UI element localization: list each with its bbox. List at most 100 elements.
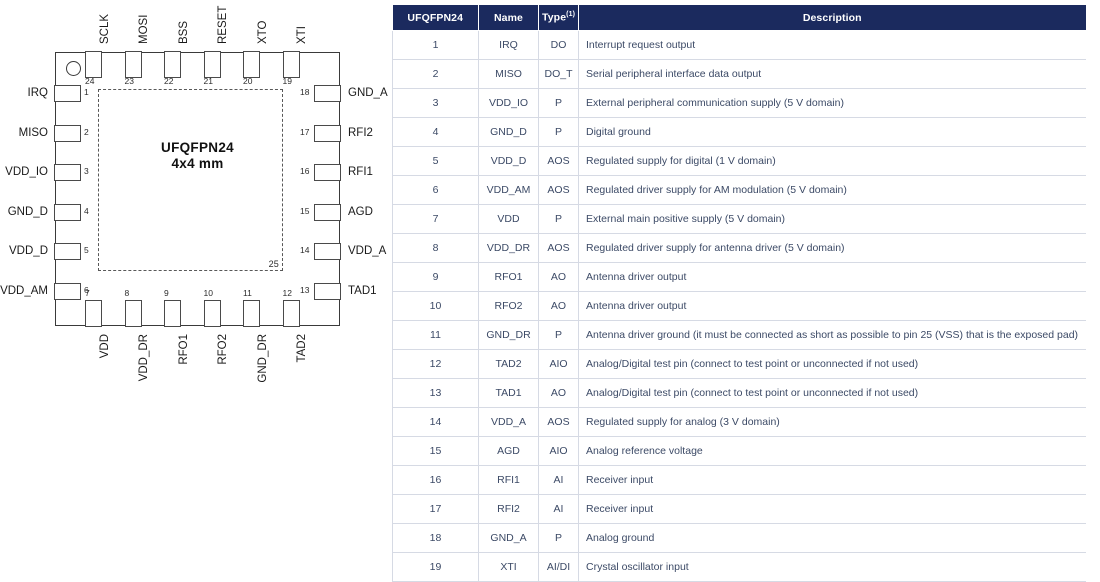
cell-pin: 18: [392, 523, 479, 553]
pad-number-3: 3: [84, 166, 89, 176]
pin1-indicator-circle: [66, 61, 81, 76]
pad-number-22: 22: [164, 76, 174, 86]
cell-name: VDD_AM: [478, 175, 539, 205]
cell-name: RFI2: [478, 494, 539, 524]
pad-number-8: 8: [124, 288, 130, 298]
cell-description: Antenna driver output: [578, 291, 1086, 321]
cell-pin: 10: [392, 291, 479, 321]
pad-number-13: 13: [300, 284, 310, 295]
pad-number-17: 17: [300, 126, 310, 137]
cell-type: AO: [538, 262, 579, 292]
pad-number-10: 10: [203, 288, 213, 298]
cell-name: TAD1: [478, 378, 539, 408]
pad-20: [243, 51, 260, 78]
cell-description: Digital ground: [578, 117, 1086, 147]
cell-description: External main positive supply (5 V domai…: [578, 204, 1086, 234]
cell-type: DO_T: [538, 59, 579, 89]
pad-label-RESET: RESET: [217, 5, 229, 44]
cell-name: AGD: [478, 436, 539, 466]
pad-6: [54, 282, 81, 300]
pad-11: [243, 300, 260, 327]
pad-label-BSS: BSS: [177, 20, 190, 44]
cell-type: DO: [538, 30, 579, 60]
pad-label-RFO1: RFO1: [177, 334, 190, 365]
cell-pin: 14: [392, 407, 479, 437]
cell-description: External peripheral communication supply…: [578, 88, 1086, 118]
cell-type: P: [538, 320, 579, 350]
cell-type: AI: [538, 494, 579, 524]
cell-type: P: [538, 523, 579, 553]
cell-name: GND_DR: [478, 320, 539, 350]
pad-17: [314, 124, 341, 142]
cell-description: Antenna driver output: [578, 262, 1086, 292]
cell-pin: 12: [392, 349, 479, 379]
cell-name: XTI: [478, 552, 539, 582]
pad-10: [203, 300, 221, 327]
pad-1: [54, 85, 81, 102]
pad-number-11: 11: [243, 288, 252, 298]
pad-number-4: 4: [84, 205, 89, 216]
cell-type: AOS: [538, 175, 579, 205]
pad-2: [54, 124, 81, 142]
exposed-pad-outline: 25: [98, 89, 283, 271]
header-cell-type: Type(1): [538, 5, 579, 31]
cell-type: P: [538, 204, 579, 234]
pad-18: [314, 85, 341, 102]
pad-24: [85, 51, 102, 78]
pad-number-15: 15: [300, 205, 310, 216]
header-type-label: Type: [542, 11, 567, 24]
cell-name: GND_A: [478, 523, 539, 553]
cell-pin: 9: [392, 262, 479, 292]
pad-label-IRQ: IRQ: [27, 87, 48, 99]
pad-4: [54, 203, 81, 221]
pad-22: [164, 51, 181, 78]
cell-pin: 11: [392, 320, 479, 350]
cell-description: Regulated supply for digital (1 V domain…: [578, 146, 1086, 176]
cell-name: VDD_A: [478, 407, 539, 437]
cell-name: TAD2: [478, 349, 539, 379]
cell-description: Regulated driver supply for antenna driv…: [578, 233, 1086, 263]
pad-9: [164, 300, 181, 327]
pad-label-VDD_D: VDD_D: [9, 245, 48, 257]
pad-8: [124, 300, 142, 327]
cell-pin: 1: [392, 30, 479, 60]
pad-label-VDD_DR: VDD_DR: [138, 334, 150, 382]
pad-label-VDD_IO: VDD_IO: [5, 166, 48, 178]
cell-name: VDD_IO: [478, 88, 539, 118]
pad-16: [314, 164, 341, 181]
pad-number-21: 21: [203, 76, 213, 86]
pad-number-16: 16: [300, 166, 310, 176]
pad-label-MOSI: MOSI: [138, 14, 150, 44]
cell-type: AIO: [538, 349, 579, 379]
pad-label-MISO: MISO: [18, 126, 48, 139]
pad-number-14: 14: [300, 245, 310, 255]
cell-pin: 3: [392, 88, 479, 118]
header-cell-pin: UFQFPN24: [392, 5, 479, 31]
pad-number-9: 9: [164, 288, 169, 298]
cell-description: Serial peripheral interface data output: [578, 59, 1086, 89]
pad-number-7: 7: [85, 288, 90, 298]
cell-description: Analog/Digital test pin (connect to test…: [578, 378, 1086, 408]
package-body-outline: [55, 52, 340, 326]
table-header-row: UFQFPN24 Name Type(1) Description: [392, 5, 1086, 31]
cell-type: AIO: [538, 436, 579, 466]
header-type-footnote: (1): [566, 11, 575, 19]
cell-type: AOS: [538, 233, 579, 263]
pad-label-VDD: VDD: [98, 334, 111, 359]
cell-name: RFI1: [478, 465, 539, 495]
pad-number-5: 5: [84, 245, 89, 255]
cell-pin: 4: [392, 117, 479, 147]
cell-pin: 2: [392, 59, 479, 89]
pad-12: [282, 300, 300, 327]
cell-description: Interrupt request output: [578, 30, 1086, 60]
cell-type: P: [538, 117, 579, 147]
